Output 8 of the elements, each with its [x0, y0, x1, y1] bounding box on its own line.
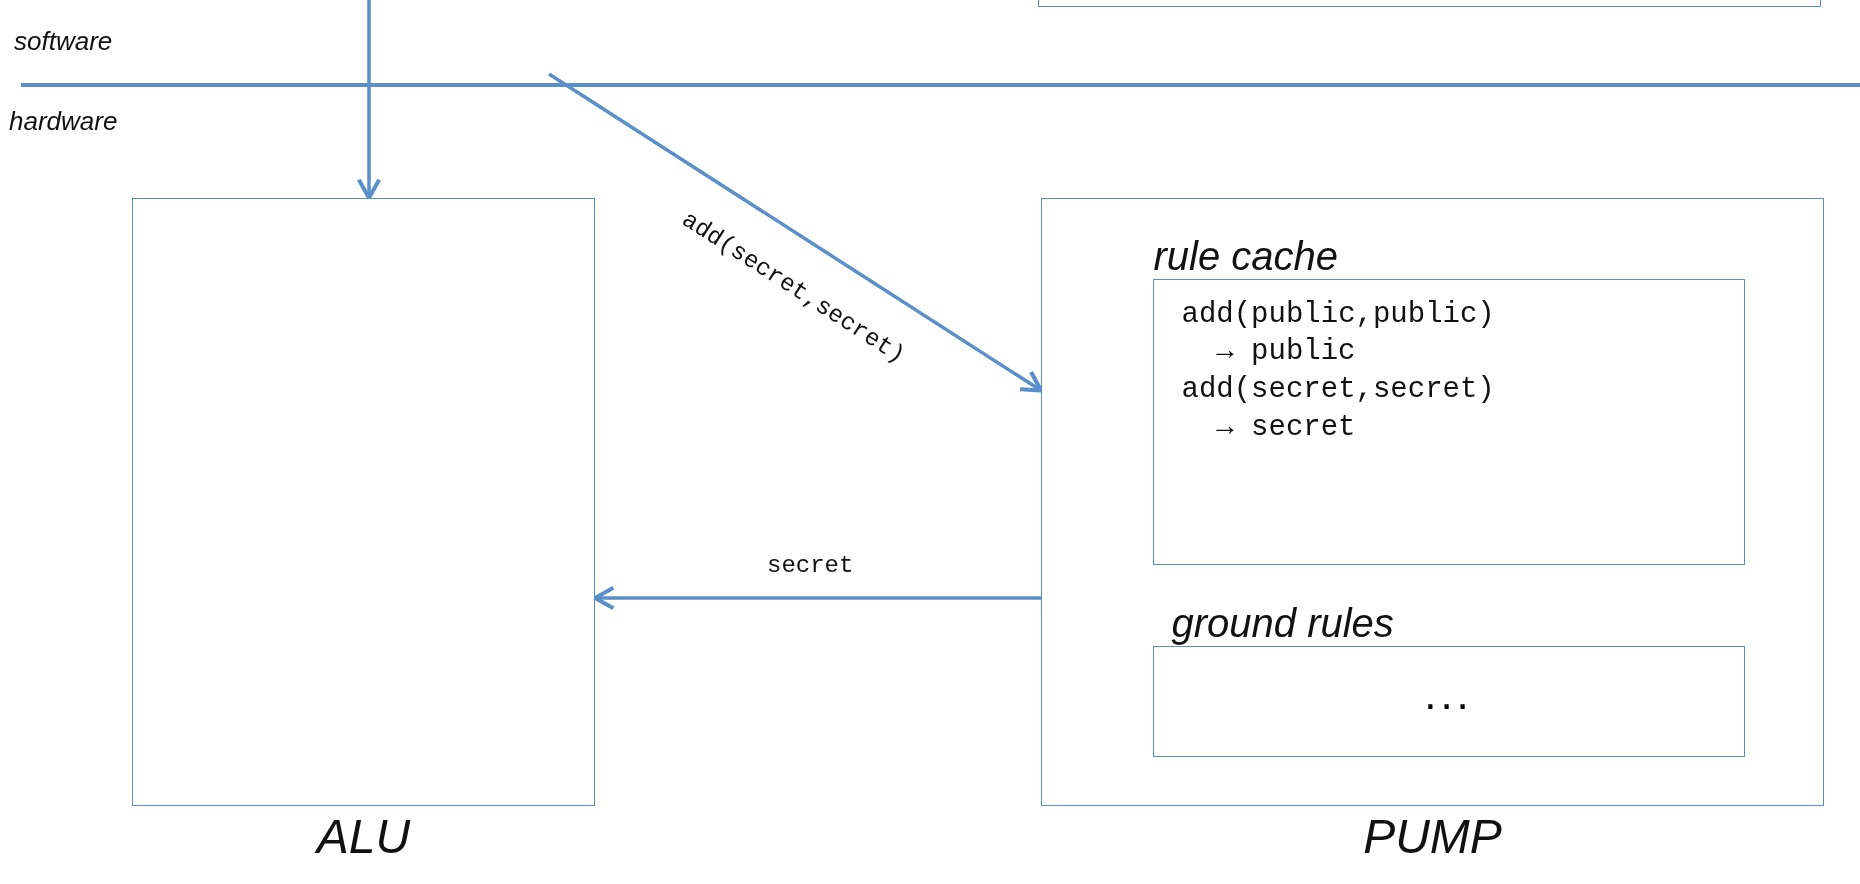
rule-text: add(secret,secret) → secret	[1181, 371, 1496, 446]
component-title: PUMP	[1362, 809, 1503, 864]
component-title: ground rules	[1171, 600, 1394, 646]
component-title: ALU	[313, 809, 412, 864]
layer-label: software	[14, 26, 113, 57]
ellipsis-text: ...	[1423, 668, 1474, 719]
component-title: rule cache	[1153, 233, 1339, 279]
layer-label: hardware	[9, 106, 118, 137]
